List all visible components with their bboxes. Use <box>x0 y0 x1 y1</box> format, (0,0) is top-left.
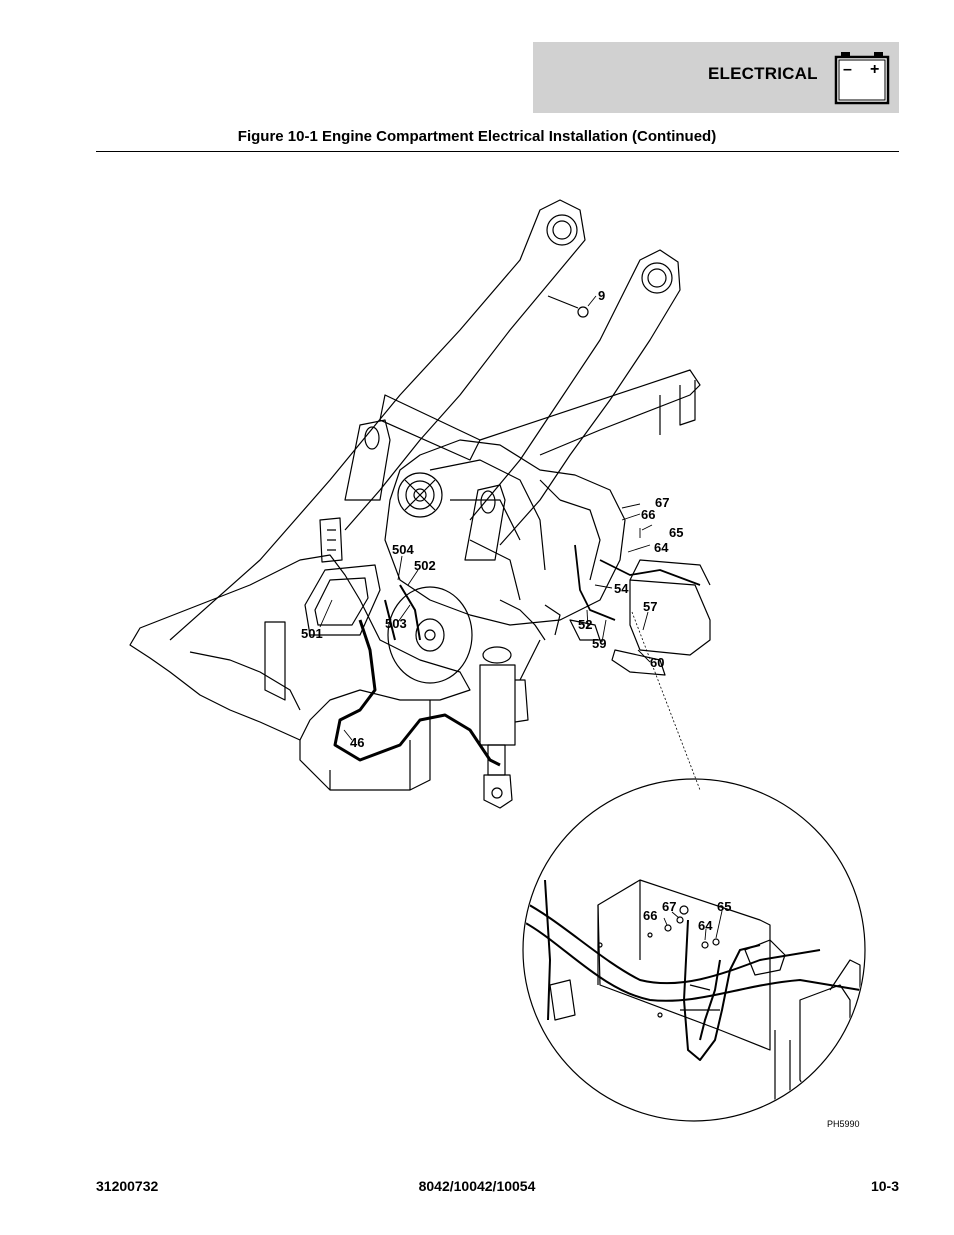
footer-page-number: 10-3 <box>870 1178 899 1194</box>
detail-guide-line <box>631 611 701 791</box>
footer-models: 8042/10042/10054 <box>418 1178 536 1194</box>
callout-67: 67 <box>655 495 669 510</box>
boom-arm-left <box>169 199 586 641</box>
cross-member <box>379 369 701 461</box>
left-bracket <box>344 419 391 501</box>
photo-id: PH5990 <box>827 1119 860 1129</box>
frame-left-plate <box>264 621 286 701</box>
battery-icon: – + <box>834 52 890 105</box>
ecu-module <box>304 564 381 636</box>
section-title: ELECTRICAL <box>708 64 818 83</box>
detail-battery-box <box>597 879 771 1051</box>
engine-block <box>384 439 626 626</box>
callout-502: 502 <box>414 558 436 573</box>
detail-callout-66: 66 <box>643 908 657 923</box>
boom-arm-right-pin-hole <box>641 262 673 294</box>
detail-callout-67: 67 <box>662 899 676 914</box>
callout-59: 59 <box>592 636 606 651</box>
frame-floor-plate <box>129 554 471 741</box>
flywheel <box>387 586 473 684</box>
detail-battery-cable <box>683 919 761 1061</box>
callout-46: 46 <box>350 735 364 750</box>
frame-side-wall <box>299 700 431 791</box>
hydraulic-cylinder <box>479 664 516 746</box>
ecu-connector <box>319 517 343 563</box>
battery-cable <box>574 544 701 621</box>
callout-57: 57 <box>643 599 657 614</box>
callout-52: 52 <box>578 617 592 632</box>
air-filter <box>397 472 443 518</box>
right-bracket <box>464 484 506 561</box>
detail-clamp <box>549 979 576 1021</box>
cross-member-bracket <box>659 380 696 435</box>
callout-64: 64 <box>654 540 669 555</box>
battery-plus-sign: + <box>870 61 879 78</box>
battery-tray <box>629 579 711 656</box>
callout-9: 9 <box>598 288 605 303</box>
wire-harness-46 <box>333 619 501 767</box>
callout-leaders <box>319 295 653 741</box>
frame-lower-step <box>189 651 301 711</box>
boom-arm-right <box>469 249 681 546</box>
figure-title: Figure 10-1 Engine Compartment Electrica… <box>237 128 717 145</box>
callout-504: 504 <box>392 542 414 557</box>
callout-65: 65 <box>669 525 683 540</box>
fitting-9 <box>577 306 589 318</box>
callout-54: 54 <box>614 581 629 596</box>
detail-callout-65: 65 <box>717 899 731 914</box>
title-divider <box>96 151 899 152</box>
callout-66: 66 <box>641 507 655 522</box>
boom-arm-left-pin-hole <box>546 214 578 246</box>
callout-501: 501 <box>301 626 323 641</box>
detail-callout-64: 64 <box>698 918 713 933</box>
callout-503: 503 <box>385 616 407 631</box>
detail-connector <box>744 939 786 976</box>
callout-60: 60 <box>650 655 664 670</box>
footer-part-number: 31200732 <box>96 1178 159 1194</box>
detail-view: 66 67 65 64 <box>522 778 866 1122</box>
battery-minus-sign: – <box>843 61 852 78</box>
